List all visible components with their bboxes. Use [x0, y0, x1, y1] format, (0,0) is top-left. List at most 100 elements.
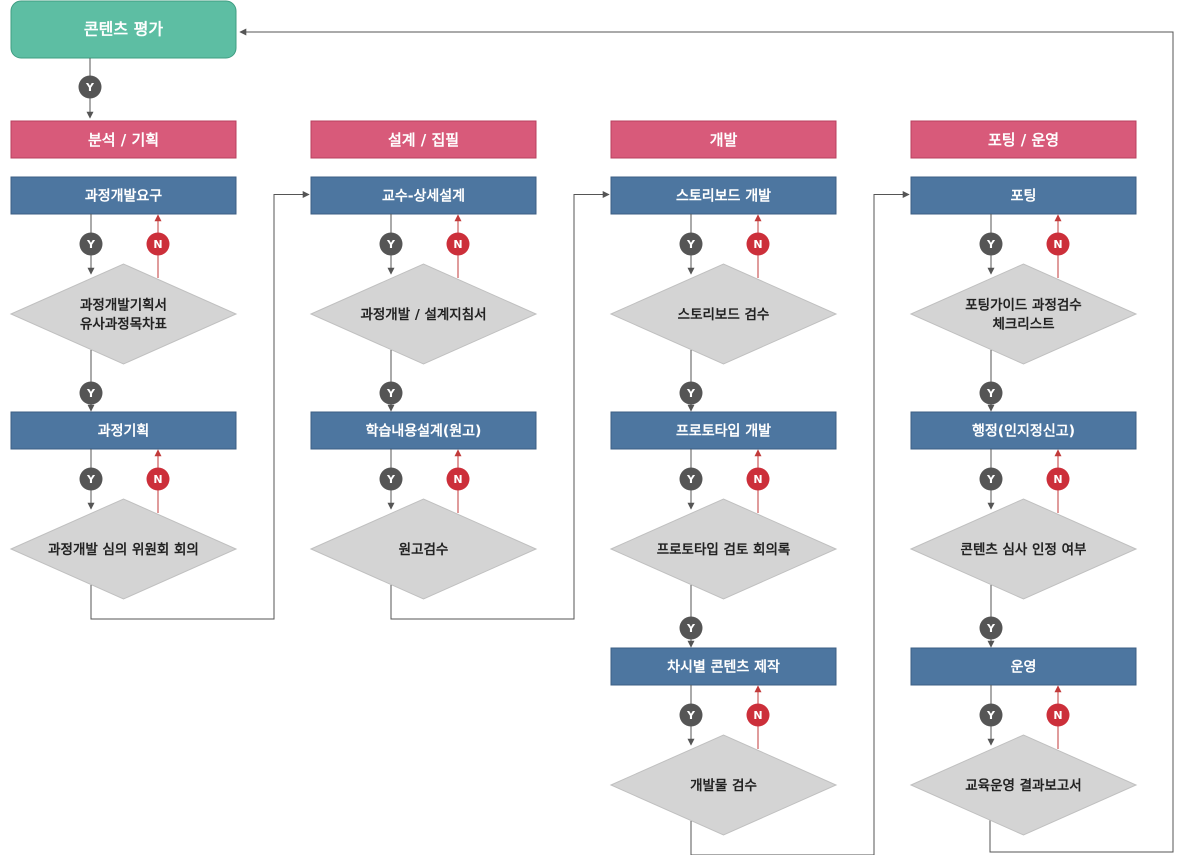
yes-badge-label: Y — [86, 473, 96, 486]
process-step — [910, 176, 1137, 215]
process-step — [610, 176, 837, 215]
review-decision — [909, 498, 1138, 600]
phase-header — [910, 120, 1137, 159]
process-step-label: 과정개발요구 — [85, 188, 162, 205]
yes-badge-label: Y — [686, 387, 696, 400]
phase-header-label: 분석 / 기획 — [88, 131, 159, 149]
review-decision — [309, 263, 538, 365]
yes-badge-label: Y — [986, 622, 996, 635]
process-step-label: 과정기획 — [98, 423, 150, 440]
next-phase-connector — [690, 191, 910, 855]
review-decision-label: 프로토타입 검토 회의록 — [657, 541, 791, 558]
review-decision — [609, 498, 838, 600]
yes-badge-label: Y — [86, 387, 96, 400]
process-step — [610, 647, 837, 686]
no-badge — [146, 467, 170, 491]
review-decision — [609, 734, 838, 836]
yes-badge — [679, 703, 703, 727]
process-step-label: 학습내용설계(원고) — [366, 424, 482, 440]
yes-badge — [79, 232, 103, 256]
no-badge — [446, 232, 470, 256]
phase-header-label: 개발 — [710, 131, 738, 149]
yes-badge — [979, 616, 1003, 640]
review-decision — [609, 263, 838, 365]
yes-badge — [679, 232, 703, 256]
yes-badge — [979, 467, 1003, 491]
start-label: 콘텐츠 평가 — [84, 20, 163, 39]
process-step-label: 운영 — [1011, 659, 1037, 676]
yes-badge-label: Y — [686, 622, 696, 635]
review-decision — [9, 263, 238, 365]
yes-badge-label: Y — [386, 387, 396, 400]
yes-badge-label: Y — [986, 387, 996, 400]
process-step-label: 차시별 콘텐츠 제작 — [667, 659, 780, 676]
review-decision — [9, 498, 238, 600]
process-step-label: 포팅 — [1011, 188, 1037, 205]
no-badge-label: N — [1053, 473, 1062, 486]
no-badge-label: N — [753, 238, 762, 251]
no-badge-label: N — [1053, 238, 1062, 251]
yes-badge — [679, 616, 703, 640]
no-badge-label: N — [153, 238, 162, 251]
review-decision — [909, 734, 1138, 836]
process-step — [310, 176, 537, 215]
next-phase-connector — [90, 191, 310, 620]
process-step-label: 행정(인지정신고) — [972, 423, 1075, 440]
review-decision-label: 포팅가이드 과정검수 — [965, 297, 1081, 314]
yes-badge — [379, 381, 403, 405]
process-step-label: 교수-상세설계 — [382, 189, 465, 205]
no-badge-label: N — [753, 473, 762, 486]
phase-header — [10, 120, 237, 159]
yes-badge — [679, 467, 703, 491]
no-badge — [746, 232, 770, 256]
yes-badge — [979, 703, 1003, 727]
start-node — [10, 0, 237, 59]
review-decision-label: 스토리보드 검수 — [678, 307, 770, 323]
review-decision — [909, 263, 1138, 365]
yes-badge-label: Y — [986, 473, 996, 486]
no-badge-label: N — [453, 238, 462, 251]
yes-badge-label: Y — [85, 81, 95, 94]
phase-header — [310, 120, 537, 159]
yes-badge-label: Y — [986, 238, 996, 251]
review-decision — [309, 498, 538, 600]
review-decision-label: 콘텐츠 심사 인정 여부 — [961, 541, 1087, 558]
next-phase-connector — [390, 191, 610, 620]
process-step-label: 프로토타입 개발 — [676, 423, 771, 440]
no-badge-label: N — [153, 473, 162, 486]
no-badge-label: N — [1053, 709, 1062, 722]
yes-badge-label: Y — [86, 238, 96, 251]
review-decision-label: 과정개발기획서 — [80, 297, 167, 314]
loopback-connector — [239, 28, 1174, 853]
process-step — [10, 411, 237, 450]
no-badge-label: N — [753, 709, 762, 722]
yes-badge — [679, 381, 703, 405]
review-decision-label: 유사과정목차표 — [80, 316, 168, 333]
no-badge — [1046, 703, 1070, 727]
no-badge — [746, 467, 770, 491]
phase-header-label: 포팅 / 운영 — [988, 131, 1059, 149]
yes-badge-label: Y — [386, 238, 396, 251]
phase-header — [610, 120, 837, 159]
yes-badge-label: Y — [386, 473, 396, 486]
process-step — [10, 176, 237, 215]
review-decision-label: 개발물 검수 — [690, 777, 757, 794]
process-step — [610, 411, 837, 450]
yes-badge — [379, 232, 403, 256]
no-badge — [446, 467, 470, 491]
yes-badge-label: Y — [986, 709, 996, 722]
review-decision-label: 과정개발 심의 위원회 회의 — [48, 541, 199, 558]
no-badge — [146, 232, 170, 256]
yes-badge-label: Y — [686, 238, 696, 251]
review-decision-label: 체크리스트 — [992, 317, 1055, 333]
yes-badge-label: Y — [686, 473, 696, 486]
yes-badge — [979, 381, 1003, 405]
process-step — [910, 647, 1137, 686]
no-badge — [746, 703, 770, 727]
yes-badge — [979, 232, 1003, 256]
no-badge — [1046, 467, 1070, 491]
process-step — [910, 411, 1137, 450]
process-step — [310, 411, 537, 450]
